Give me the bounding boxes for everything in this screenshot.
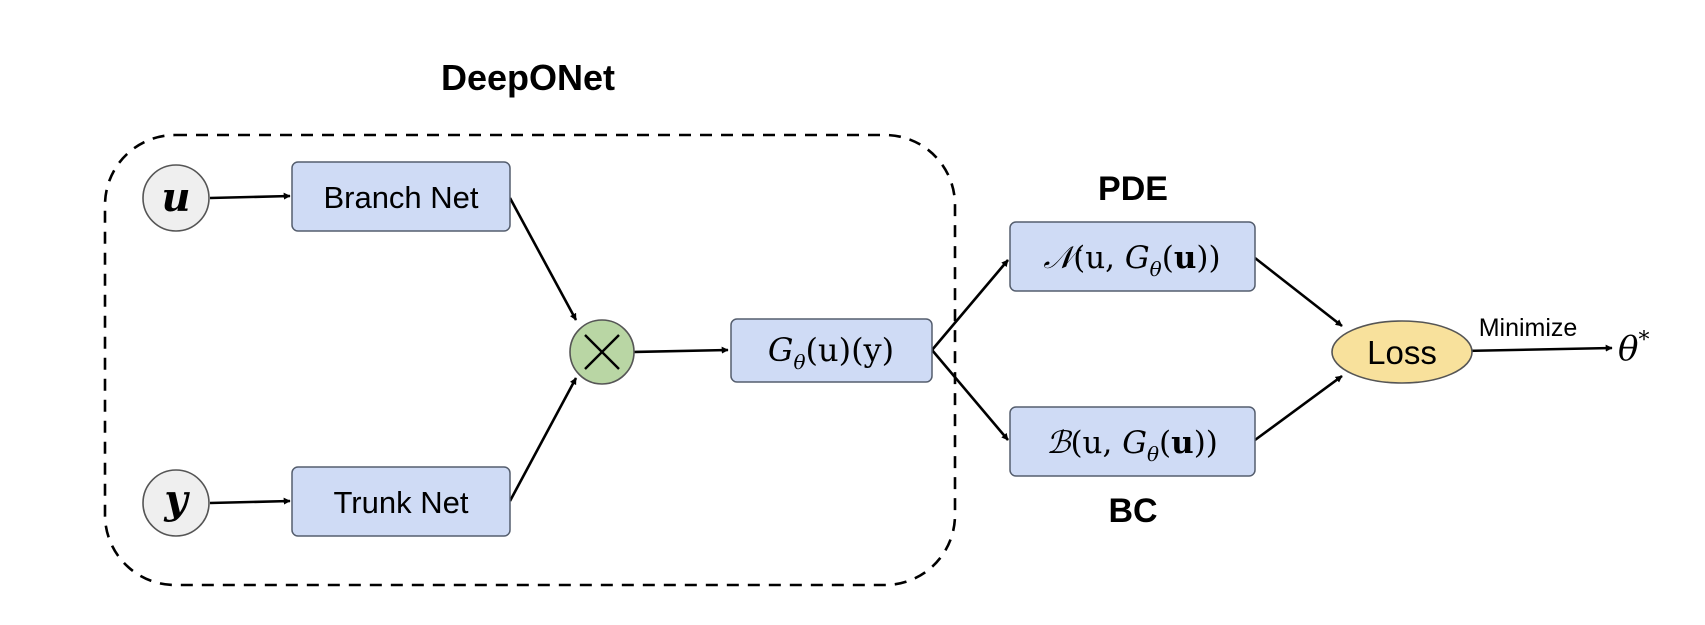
bc-heading: BC (1108, 492, 1157, 530)
edge-output-to-pde (931, 259, 1009, 351)
edge-y-to-trunk (209, 497, 291, 505)
loss-node (1331, 320, 1473, 384)
input-u-label: u (161, 174, 190, 221)
minimize-label: Minimize (1479, 314, 1578, 342)
deeponet-title: DeepONet (441, 57, 615, 98)
input-y-node (142, 469, 210, 537)
edge-pde-to-loss (1254, 256, 1343, 328)
pde-heading: PDE (1098, 170, 1168, 208)
edge-bc-to-loss (1254, 374, 1343, 442)
operator-output-label: Gθ(u)(y) (768, 331, 894, 374)
operator-output-box (730, 318, 933, 383)
deeponet-group-border (103, 133, 957, 587)
edge-branch-to-product (508, 197, 578, 321)
edge-loss-to-theta (1461, 344, 1613, 353)
pde-residual-box (1009, 221, 1256, 292)
input-u-node (142, 164, 210, 232)
input-y-label: y (163, 476, 190, 523)
multiply-icon (584, 334, 620, 370)
edge-trunk-to-product (508, 377, 578, 502)
edge-u-to-branch (209, 192, 291, 200)
pde-residual-label: 𝒩(u, Gθ(u)) (1043, 240, 1220, 281)
branch-net-box (291, 161, 511, 232)
loss-label: Loss (1367, 334, 1437, 371)
edge-output-to-bc (931, 349, 1009, 441)
branch-net-label: Branch Net (323, 180, 478, 215)
bc-residual-label: ℬ(u, Gθ(u)) (1046, 425, 1218, 466)
theta-star-label: θ* (1618, 328, 1649, 369)
trunk-net-box (291, 466, 511, 537)
edge-product-to-output (633, 346, 729, 354)
bc-residual-box (1009, 406, 1256, 477)
trunk-net-label: Trunk Net (334, 485, 469, 520)
